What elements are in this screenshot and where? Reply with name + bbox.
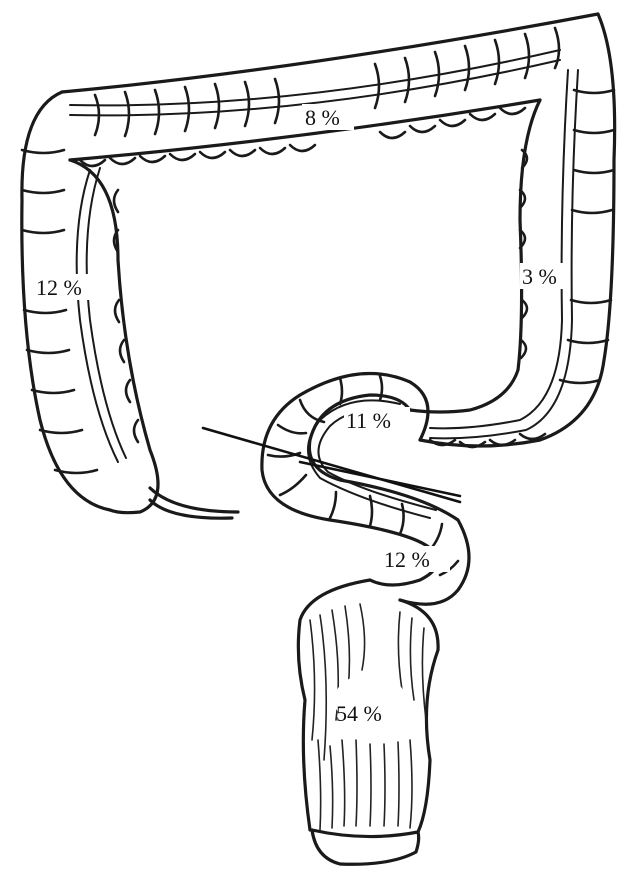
- rectum-percent-label: 54 %: [336, 701, 382, 726]
- ascending-percent-label: 12 %: [36, 275, 82, 300]
- descending-colon: [410, 14, 615, 447]
- ascending-haustra-left: [22, 150, 97, 473]
- transverse-percent-label: 8 %: [305, 105, 340, 130]
- transverse-colon: [62, 14, 598, 166]
- descending-percent-label: 3 %: [522, 264, 557, 289]
- sigmoid-lower-percent-label: 12 %: [384, 547, 430, 572]
- sigmoid-upper-percent-label: 11 %: [346, 408, 391, 433]
- ascending-haustra-right: [114, 190, 138, 442]
